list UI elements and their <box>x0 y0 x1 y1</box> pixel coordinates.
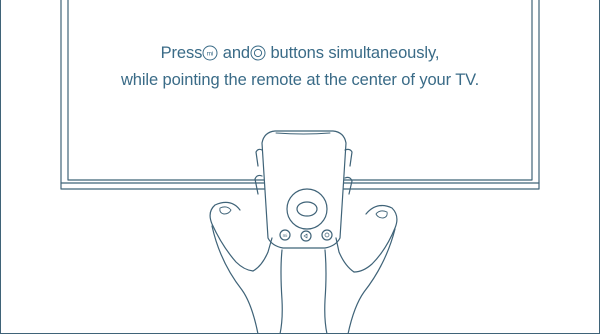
svg-text:mi: mi <box>283 233 288 238</box>
pairing-instructions: Press mi and buttons simultaneously, whi… <box>0 40 600 94</box>
home-button-icon <box>250 45 266 61</box>
remote-control-drawing: mi <box>262 131 346 248</box>
instruction-line-1-tail: buttons simultaneously, <box>270 44 439 62</box>
press-text: Press <box>161 44 203 62</box>
remote-dpad <box>287 189 327 229</box>
instruction-line-1: Press mi and buttons simultaneously, <box>0 40 600 67</box>
instruction-line-2: while pointing the remote at the center … <box>0 67 600 94</box>
mi-glyph: mi <box>207 50 214 57</box>
and-text: and <box>223 44 250 62</box>
mi-button-icon: mi <box>202 45 218 61</box>
